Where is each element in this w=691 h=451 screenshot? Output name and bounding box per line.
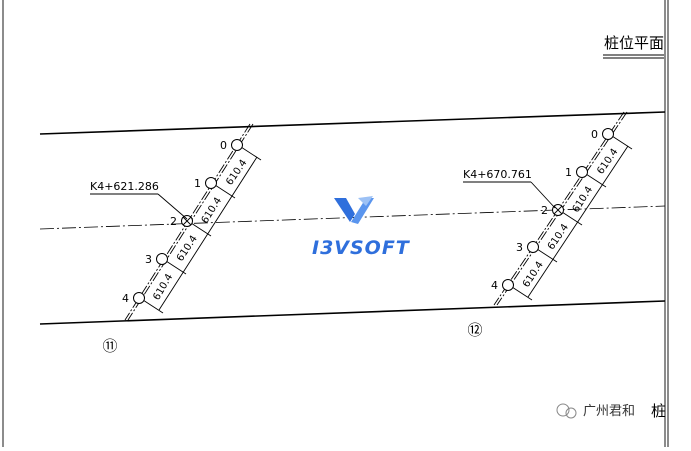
road-edge-bottom bbox=[39, 300, 666, 325]
pile-number-label: 3 bbox=[516, 241, 523, 254]
pile-marker bbox=[133, 292, 145, 304]
dimension-value-label: 610.4 bbox=[200, 196, 225, 226]
corner-text: 桩 bbox=[651, 402, 666, 420]
dimension-extension-line bbox=[536, 248, 558, 263]
pile-marker bbox=[231, 139, 243, 151]
wechat-icon-2 bbox=[565, 407, 577, 419]
wechat-icon bbox=[556, 403, 570, 417]
dimension-value-label: 610.4 bbox=[224, 158, 249, 188]
pile-cross-mark bbox=[553, 205, 563, 215]
dimension-extension-line bbox=[165, 260, 187, 275]
dimension-value-label: 610.4 bbox=[151, 272, 175, 302]
dimension-extension-line bbox=[190, 222, 212, 237]
pile-number-label: 0 bbox=[220, 139, 227, 152]
logo-v-icon-accent bbox=[358, 196, 373, 206]
pile-marker bbox=[602, 128, 614, 140]
footer-watermark: 广州君和 桩 bbox=[556, 402, 666, 420]
dimension-value-label: 610.4 bbox=[595, 147, 620, 177]
pile-number-label: 3 bbox=[145, 253, 152, 266]
dimension-extension-line bbox=[142, 299, 164, 314]
dimension-extension-line bbox=[561, 211, 583, 226]
dimension-value-label: 610.4 bbox=[571, 185, 596, 215]
station-label: K4+621.286 bbox=[90, 180, 159, 193]
logo-v-icon bbox=[334, 198, 355, 222]
pile-marker bbox=[527, 241, 539, 253]
logo-mark bbox=[334, 196, 374, 224]
pile-marker bbox=[576, 166, 588, 178]
dimension-extension-line bbox=[240, 146, 262, 161]
station-label: K4+670.761 bbox=[463, 168, 532, 181]
pile-number-label: 2 bbox=[170, 215, 177, 228]
logo-text: I3VSOFT bbox=[312, 237, 411, 259]
pile-number-label: 1 bbox=[565, 166, 572, 179]
group-id-label: ⑪ bbox=[102, 337, 117, 355]
pile-number-label: 1 bbox=[194, 177, 201, 190]
dimension-line bbox=[158, 156, 258, 311]
station-leader-line bbox=[530, 181, 556, 209]
station-leader-line bbox=[157, 193, 188, 220]
road-edge-top bbox=[39, 111, 666, 135]
pile-marker bbox=[502, 279, 514, 291]
footer-brand-text: 广州君和 bbox=[583, 404, 635, 419]
pile-number-label: 4 bbox=[491, 279, 498, 292]
group-id-label: ⑫ bbox=[467, 321, 482, 339]
pile-number-label: 2 bbox=[541, 204, 548, 217]
pile-cross-mark bbox=[182, 216, 192, 226]
dimension-extension-line bbox=[511, 286, 533, 301]
dimension-extension-line bbox=[214, 184, 236, 199]
pile-number-label: 4 bbox=[122, 292, 129, 305]
dimension-value-label: 610.4 bbox=[175, 234, 200, 264]
dimension-extension-line bbox=[585, 173, 607, 188]
logo-v-icon-right bbox=[351, 198, 374, 224]
drawing-title: 桩位平面 bbox=[604, 34, 664, 52]
pile-marker bbox=[156, 253, 168, 265]
dimension-extension-line bbox=[611, 135, 633, 150]
pile-marker bbox=[205, 177, 217, 189]
pile-number-label: 0 bbox=[591, 128, 598, 141]
dimension-line bbox=[527, 145, 629, 298]
